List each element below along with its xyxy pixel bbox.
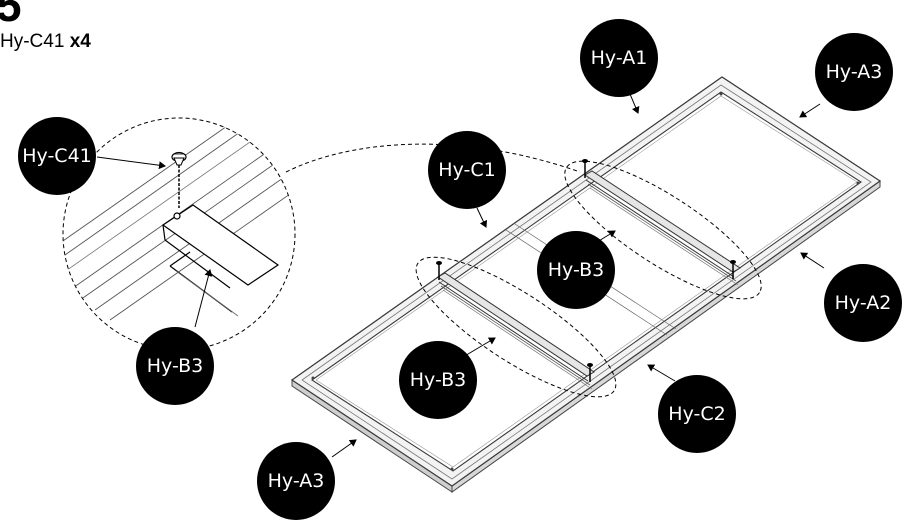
callout-hy-b3-detail: Hy-B3 (136, 327, 214, 405)
callout-hy-c1: Hy-C1 (428, 131, 506, 209)
screw-c41 (582, 159, 588, 178)
frame-rail-line (301, 84, 872, 480)
callout-hy-a3-top: Hy-A3 (815, 33, 893, 111)
step-number: 5 (0, 0, 22, 31)
part-quantity: x4 (69, 31, 91, 52)
callout-hy-c41: Hy-C41 (18, 117, 96, 195)
leader-arrows (96, 93, 825, 458)
screw-c41 (730, 260, 736, 279)
part-code: Hy-C41 (0, 31, 65, 52)
highlight-ellipse-lower (415, 256, 617, 398)
callout-hy-a3-bottom: Hy-A3 (257, 442, 335, 520)
crossbar-b3-lower (437, 272, 595, 390)
callout-hy-b3-lower: Hy-B3 (399, 341, 477, 419)
callout-hy-c2: Hy-C2 (658, 375, 736, 453)
crossbar-b3-upper (584, 170, 741, 286)
callout-hy-a1: Hy-A1 (580, 19, 658, 97)
callout-hy-b3-upper: Hy-B3 (537, 231, 615, 309)
detail-connector (285, 143, 581, 173)
part-quantity-line: Hy-C41 x4 (0, 31, 91, 53)
screw-c41 (587, 363, 593, 382)
detail-inset (62, 117, 581, 351)
detail-screw-c41 (171, 151, 187, 208)
callout-hy-a2: Hy-A2 (824, 264, 902, 342)
screw-c41 (436, 261, 442, 280)
